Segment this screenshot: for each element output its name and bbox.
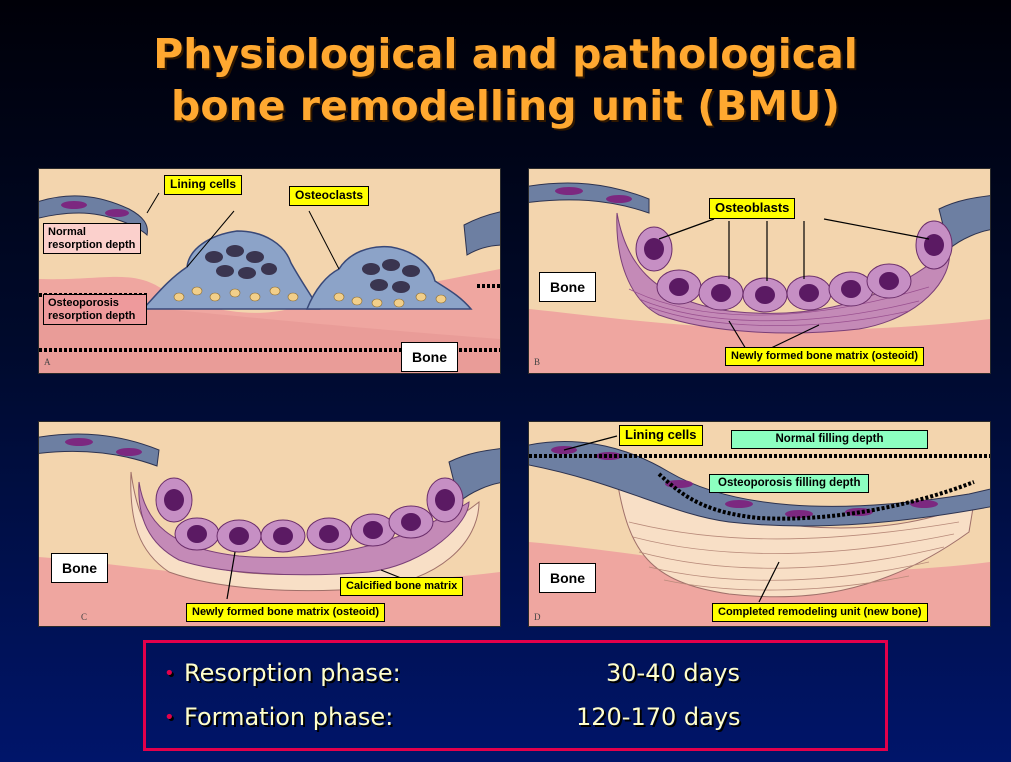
phase-label-formation: Formation phase: — [184, 703, 393, 731]
bullet-icon: • — [164, 663, 175, 684]
label-calcified-matrix: Calcified bone matrix — [340, 577, 463, 596]
label-osteoporosis-filling-depth: Osteoporosis filling depth — [709, 474, 869, 493]
panel-b-letter: B — [534, 357, 540, 367]
panel-c-formation: C Bone Calcified bone matrix Newly forme… — [38, 421, 501, 627]
panel-a-resorption: A Lining cells Osteoclasts Normal resorp… — [38, 168, 501, 374]
label-newly-formed-matrix-c: Newly formed bone matrix (osteoid) — [186, 603, 385, 622]
slide-title: Physiological and pathological bone remo… — [0, 28, 1011, 132]
slide-title-line-2: bone remodelling unit (BMU) — [0, 80, 1011, 132]
label-osteoblasts: Osteoblasts — [709, 198, 795, 219]
phase-days-formation: 120-170 days — [576, 703, 741, 731]
label-bone-a: Bone — [401, 342, 458, 372]
panel-d-letter: D — [534, 612, 541, 622]
label-normal-resorption-depth: Normal resorption depth — [43, 223, 141, 254]
label-bone-d: Bone — [539, 563, 596, 593]
label-bone-c: Bone — [51, 553, 108, 583]
panel-a-letter: A — [44, 357, 51, 367]
panel-d-illustration — [529, 422, 990, 626]
label-bone-b: Bone — [539, 272, 596, 302]
panel-b-formation: B Osteoblasts Bone Newly formed bone mat… — [528, 168, 991, 374]
phase-duration-box: • Resorption phase: 30-40 days • Formati… — [143, 640, 888, 751]
label-newly-formed-matrix-b: Newly formed bone matrix (osteoid) — [725, 347, 924, 366]
bullet-icon: • — [164, 707, 175, 728]
label-lining-cells-d: Lining cells — [619, 425, 703, 446]
label-completed-remodeling-unit: Completed remodeling unit (new bone) — [712, 603, 928, 622]
label-lining-cells-a: Lining cells — [164, 175, 242, 195]
slide-title-line-1: Physiological and pathological — [0, 28, 1011, 80]
panel-d-completed: D Lining cells Normal filling depth Oste… — [528, 421, 991, 627]
label-osteoporosis-resorption-depth: Osteoporosis resorption depth — [43, 294, 147, 325]
label-normal-filling-depth: Normal filling depth — [731, 430, 928, 449]
phase-days-resorption: 30-40 days — [606, 659, 740, 687]
phase-label-resorption: Resorption phase: — [184, 659, 401, 687]
panel-c-letter: C — [81, 612, 87, 622]
label-osteoclasts: Osteoclasts — [289, 186, 369, 206]
